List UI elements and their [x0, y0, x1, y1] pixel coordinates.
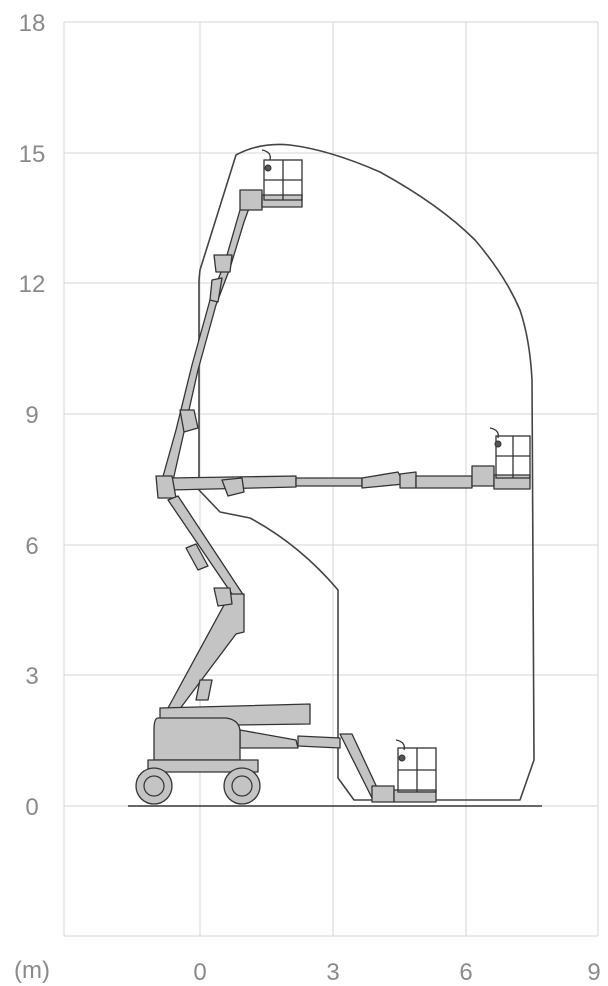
- boom-low-reach: [297, 735, 341, 749]
- boom-low-reach: [239, 729, 299, 749]
- chassis: [147, 759, 259, 773]
- wheel: [135, 767, 173, 805]
- x-tick-label: 0: [193, 959, 206, 986]
- boom-joint: [213, 254, 233, 273]
- upper-boom-raised: [161, 195, 253, 486]
- lower-boom-cylinder: [195, 679, 213, 701]
- y-tick-label: 0: [25, 794, 38, 821]
- boom-lift-machine: [135, 149, 531, 805]
- y-tick-label: 3: [25, 663, 38, 690]
- unit-label: (m): [14, 957, 50, 984]
- jib: [415, 475, 473, 489]
- boom-joint: [221, 477, 245, 497]
- y-tick-label: 12: [19, 271, 46, 298]
- wheel: [223, 767, 261, 805]
- platform-mid: [471, 427, 531, 490]
- turntable: [153, 717, 241, 761]
- boom-joint: [179, 409, 199, 433]
- boom-section: [295, 477, 363, 487]
- boom-cylinder: [209, 277, 223, 303]
- lower-boom-cylinder: [185, 543, 209, 571]
- working-envelope: [198, 143, 535, 801]
- boom-joint: [213, 587, 233, 607]
- platform-top: [239, 149, 303, 211]
- lower-boom: [167, 495, 245, 601]
- y-tick-label: 6: [25, 533, 38, 560]
- x-tick-label: 6: [459, 959, 472, 986]
- grid: [63, 21, 599, 937]
- y-tick-label: 9: [25, 402, 38, 429]
- platform-low: [371, 739, 437, 803]
- boom-section: [361, 471, 405, 489]
- x-tick-label: 9: [587, 959, 600, 986]
- x-tick-label: 3: [326, 959, 339, 986]
- y-tick-label: 18: [19, 10, 46, 37]
- y-tick-label: 15: [19, 141, 46, 168]
- boom-section: [399, 471, 417, 489]
- turntable-pivot: [155, 475, 177, 499]
